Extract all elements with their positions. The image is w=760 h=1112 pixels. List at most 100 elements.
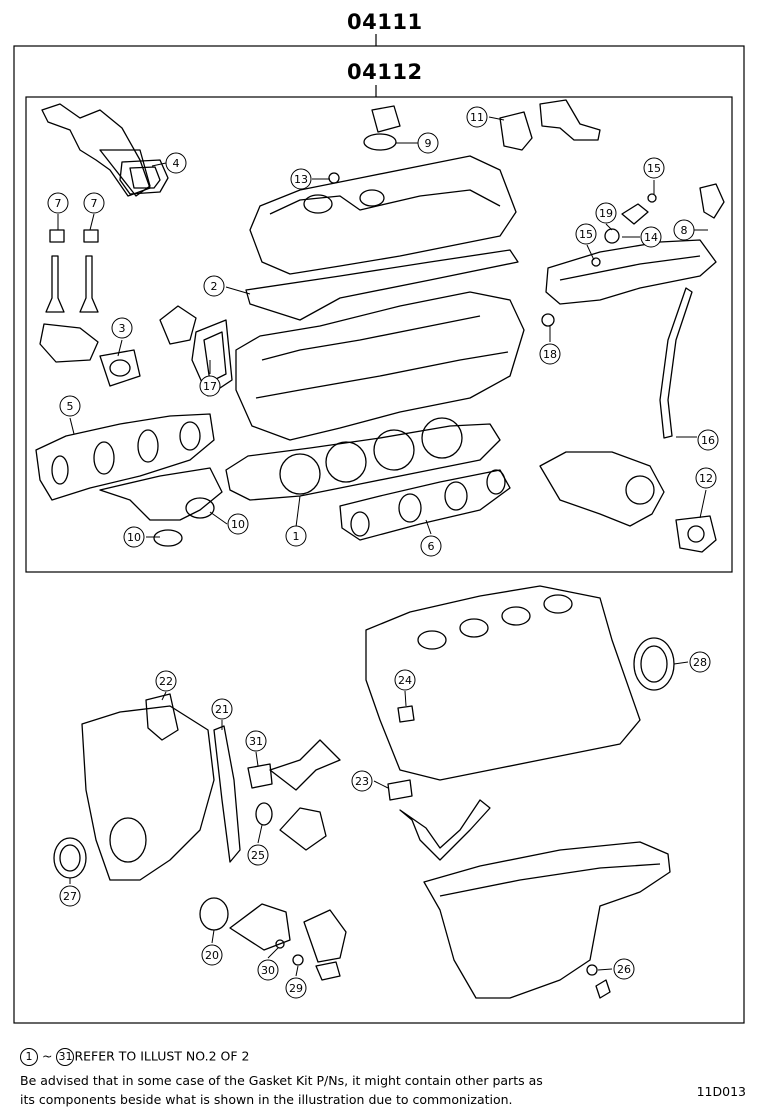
range-separator: ~ xyxy=(41,1048,53,1064)
svg-text:21: 21 xyxy=(215,703,229,716)
water-pump xyxy=(539,451,665,527)
gasket-29 xyxy=(292,954,304,966)
svg-text:10: 10 xyxy=(231,518,245,531)
oil-pipe xyxy=(269,739,341,791)
timing-cover xyxy=(81,705,215,881)
callout-7b: 7 xyxy=(83,192,105,214)
gasket-10b xyxy=(185,497,215,519)
gasket-11 xyxy=(499,111,533,151)
callout-19: 19 xyxy=(595,202,617,224)
callout-21: 21 xyxy=(211,698,233,720)
svg-text:12: 12 xyxy=(699,472,713,485)
outer-kit-frame xyxy=(13,45,745,1024)
svg-text:31: 31 xyxy=(249,735,263,748)
callout-20: 20 xyxy=(201,944,223,966)
drawing-id: 11D013 xyxy=(696,1084,746,1099)
svg-text:22: 22 xyxy=(159,675,173,688)
callout-13: 13 xyxy=(290,168,312,190)
exhaust-manifold xyxy=(99,467,223,521)
water-outlet-part xyxy=(41,103,151,197)
callout-10b: 10 xyxy=(227,513,249,535)
callout-18: 18 xyxy=(539,343,561,365)
svg-text:24: 24 xyxy=(398,674,412,687)
callout-4: 4 xyxy=(165,152,187,174)
gasket-23 xyxy=(387,779,413,801)
callout-30: 30 xyxy=(257,959,279,981)
callout-25: 25 xyxy=(247,844,269,866)
callout-28: 28 xyxy=(689,651,711,673)
svg-text:9: 9 xyxy=(425,137,432,150)
callout-23: 23 xyxy=(351,770,373,792)
bracket-upper-right xyxy=(539,99,601,141)
refer-text: REFER TO ILLUST NO.2 OF 2 xyxy=(74,1048,250,1064)
oil-filler-cap xyxy=(371,105,401,133)
callout-2: 2 xyxy=(203,275,225,297)
svg-text:8: 8 xyxy=(681,224,688,237)
callout-16: 16 xyxy=(697,429,719,451)
o-ring-15a xyxy=(647,193,657,203)
callout-26: 26 xyxy=(613,958,635,980)
cylinder-head xyxy=(235,291,525,441)
gasket-21 xyxy=(213,725,241,863)
svg-text:2: 2 xyxy=(211,280,218,293)
valve-b xyxy=(79,255,99,313)
svg-text:20: 20 xyxy=(205,949,219,962)
o-ring-30 xyxy=(275,939,285,949)
callout-8: 8 xyxy=(673,219,695,241)
gasket-12 xyxy=(675,515,717,553)
svg-text:25: 25 xyxy=(251,849,265,862)
svg-text:14: 14 xyxy=(644,231,658,244)
svg-text:17: 17 xyxy=(203,380,217,393)
svg-text:23: 23 xyxy=(355,775,369,788)
callout-10a: 10 xyxy=(123,526,145,548)
svg-text:6: 6 xyxy=(428,540,435,553)
gasket-3 xyxy=(99,349,141,387)
oil-seal-27 xyxy=(53,837,87,879)
callout-12: 12 xyxy=(695,467,717,489)
dipstick-guide xyxy=(659,287,693,439)
svg-text:15: 15 xyxy=(647,162,661,175)
callout-5: 5 xyxy=(59,395,81,417)
callout-9: 9 xyxy=(417,132,439,154)
intake-pipe xyxy=(545,239,717,305)
outer-kit-code: 04111 xyxy=(347,10,423,34)
svg-text:7: 7 xyxy=(55,197,62,210)
svg-text:27: 27 xyxy=(63,890,77,903)
svg-text:29: 29 xyxy=(289,982,303,995)
footer-note-line-2: its components beside what is shown in t… xyxy=(20,1092,513,1107)
gasket-9 xyxy=(363,133,397,151)
housing-left xyxy=(39,323,99,363)
seal-18 xyxy=(541,313,555,327)
callout-22: 22 xyxy=(155,670,177,692)
valve-seal-7a xyxy=(49,229,65,243)
part-13 xyxy=(328,172,340,184)
seal-25 xyxy=(255,802,273,826)
gasket-31 xyxy=(247,763,273,789)
gasket-10a xyxy=(153,529,183,547)
svg-text:7: 7 xyxy=(91,197,98,210)
part-19 xyxy=(621,203,649,225)
valve-a xyxy=(45,255,65,313)
oil-pan xyxy=(423,841,671,999)
manifold-gasket-5 xyxy=(35,413,215,501)
svg-text:18: 18 xyxy=(543,348,557,361)
callout-7a: 7 xyxy=(47,192,69,214)
svg-text:5: 5 xyxy=(67,400,74,413)
o-ring-15b xyxy=(591,257,601,267)
svg-text:15: 15 xyxy=(579,228,593,241)
sensor-part xyxy=(699,183,725,219)
o-ring-20 xyxy=(199,897,229,931)
part-24 xyxy=(397,705,415,723)
footer-note-line-1: Be advised that in some case of the Gask… xyxy=(20,1073,543,1088)
svg-text:3: 3 xyxy=(119,322,126,335)
head-gasket-1 xyxy=(225,423,501,501)
gasket-4 xyxy=(119,159,169,195)
callout-17: 17 xyxy=(199,375,221,397)
svg-text:1: 1 xyxy=(293,530,300,543)
callout-15a: 15 xyxy=(643,157,665,179)
svg-text:16: 16 xyxy=(701,434,715,447)
callout-24: 24 xyxy=(394,669,416,691)
gasket-22 xyxy=(145,693,179,741)
callout-29: 29 xyxy=(285,977,307,999)
